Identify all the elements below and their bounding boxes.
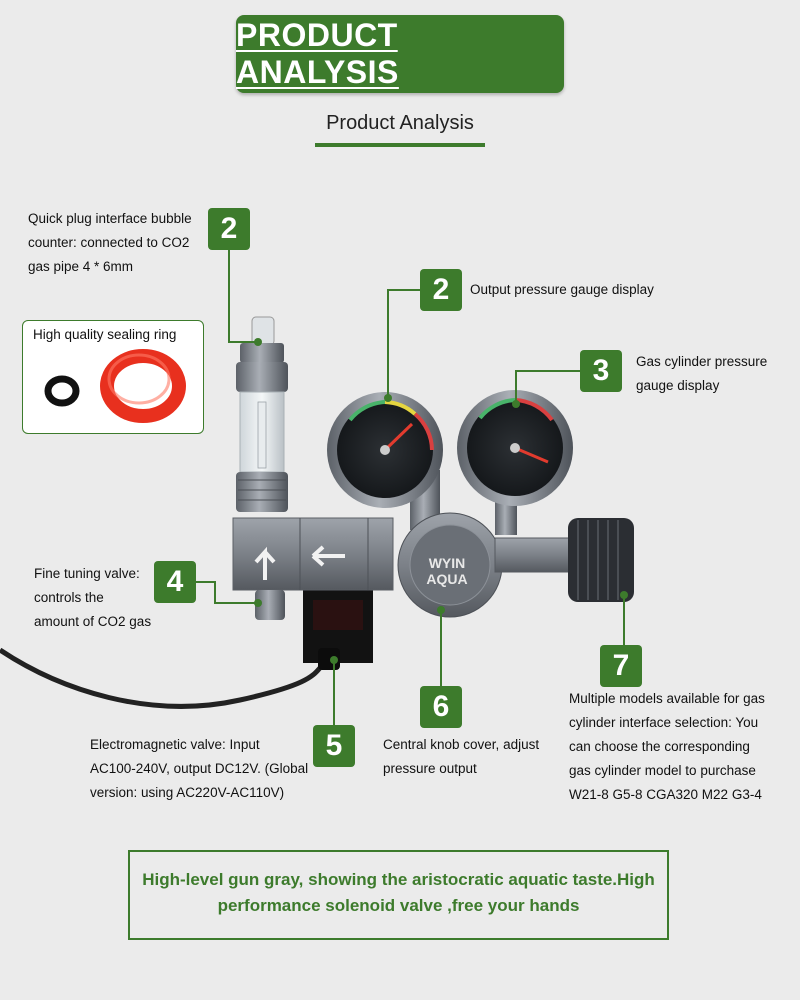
footer-line-2: performance solenoid valve ,free your ha… bbox=[217, 896, 580, 915]
sealing-ring-title: High quality sealing ring bbox=[33, 327, 177, 342]
callout-6-number: 6 bbox=[420, 686, 462, 728]
sealing-ring-inset: High quality sealing ring bbox=[22, 320, 204, 434]
callout-5-label: Electromagnetic valve: Input AC100-240V,… bbox=[90, 737, 309, 800]
callout-6-label: Central knob cover, adjust pressure outp… bbox=[383, 737, 540, 776]
power-cable bbox=[0, 647, 332, 709]
callout-3-label: Gas cylinder pressure gauge display bbox=[636, 354, 768, 393]
callout-1-label: Quick plug interface bubble counter: con… bbox=[28, 211, 192, 274]
callout-7-number: 7 bbox=[600, 645, 642, 687]
sealing-ring-image bbox=[44, 349, 186, 423]
subtitle-underline bbox=[315, 143, 485, 147]
callout-4-number: 4 bbox=[154, 561, 196, 603]
footer-line-1: High-level gun gray, showing the aristoc… bbox=[142, 870, 655, 889]
subtitle: Product Analysis bbox=[326, 112, 474, 134]
leader-lines bbox=[196, 250, 625, 725]
callout-7-label: Multiple models available for gas cylind… bbox=[569, 691, 765, 802]
callout-2-number: 2 bbox=[420, 269, 462, 311]
black-o-ring bbox=[44, 375, 80, 407]
footer-message-box: High-level gun gray, showing the aristoc… bbox=[128, 850, 669, 940]
callout-3-number: 3 bbox=[580, 350, 622, 392]
brand-top: WYIN bbox=[429, 555, 466, 571]
callout-4-label: Fine tuning valve: controls the amount o… bbox=[34, 566, 152, 629]
title-banner: PRODUCT ANALYSIS bbox=[236, 15, 564, 93]
callout-2-label: Output pressure gauge display bbox=[470, 282, 654, 297]
callout-5-number: 5 bbox=[313, 725, 355, 767]
callout-1-number: 2 bbox=[208, 208, 250, 250]
banner-title: PRODUCT ANALYSIS bbox=[236, 17, 399, 90]
brand-bottom: AQUA bbox=[426, 571, 467, 587]
